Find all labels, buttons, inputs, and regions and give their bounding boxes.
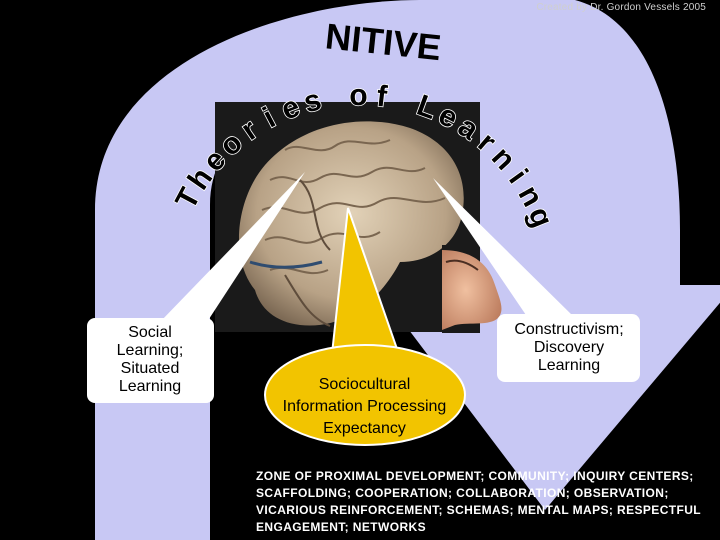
callout-line: Learning <box>118 378 182 395</box>
sociocultural-callout-text: Sociocultural Information Processing Exp… <box>262 374 467 440</box>
callout-line: Expectancy <box>323 420 406 437</box>
credit-line: Created by Dr. Gordon Vessels 2005 <box>536 2 706 13</box>
callout-sociocultural <box>264 207 466 446</box>
callout-line: Learning; <box>116 342 184 359</box>
callout-line: Constructivism; <box>514 321 624 338</box>
curved-arrow <box>95 0 720 540</box>
callout-line: Discovery <box>533 339 605 356</box>
theories-letter: o <box>349 79 368 112</box>
social-callout-text: Social Learning; Situated Learning <box>90 324 210 396</box>
callout-line: Sociocultural <box>318 376 411 393</box>
constructivism-callout-text: Constructivism; Discovery Learning <box>500 321 638 375</box>
callout-line: Learning <box>537 357 601 374</box>
callout-line: Information Processing <box>282 398 447 415</box>
zone-text: ZONE OF PROXIMAL DEVELOPMENT; COMMUNITY;… <box>256 469 701 534</box>
callout-constructivism <box>433 178 640 382</box>
callout-line: Situated <box>120 360 180 377</box>
face-image <box>442 245 502 333</box>
callout-social <box>87 172 305 403</box>
callout-line: Social <box>128 324 172 341</box>
